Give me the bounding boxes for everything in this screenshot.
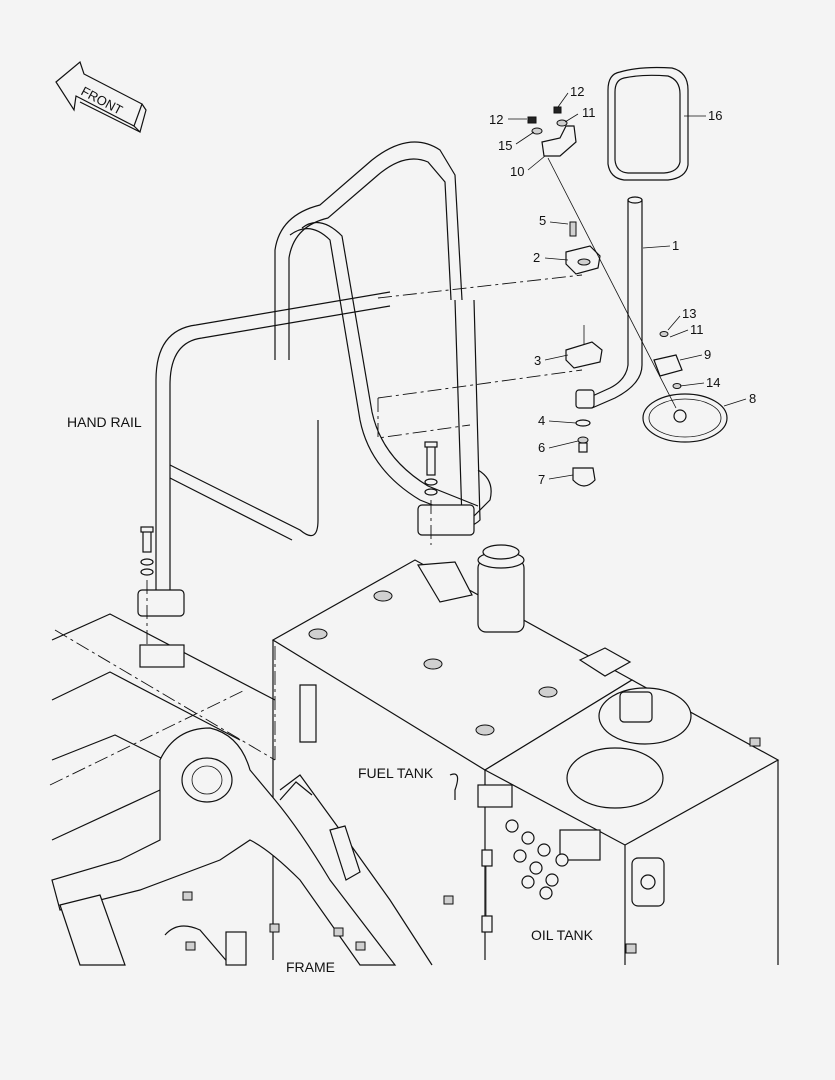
frame <box>51 613 454 966</box>
leader-lines <box>508 92 747 480</box>
callout-1: 1 <box>672 238 679 253</box>
label-hand-rail: HAND RAIL <box>67 414 142 430</box>
label-fuel-tank: FUEL TANK <box>358 765 434 781</box>
label-frame: FRAME <box>286 959 335 975</box>
callout-11b: 11 <box>690 322 704 337</box>
mirror-16 <box>607 66 689 181</box>
callout-14: 14 <box>706 375 720 390</box>
callout-9: 9 <box>704 347 711 362</box>
front-arrow-icon <box>55 60 147 134</box>
label-oil-tank: OIL TANK <box>531 927 594 943</box>
callout-numbers: 12 12 11 15 10 16 5 2 1 13 11 9 3 14 8 4… <box>489 84 756 487</box>
callout-10: 10 <box>510 164 524 179</box>
mirror-8 <box>642 393 728 443</box>
callout-4: 4 <box>538 413 545 428</box>
area-labels: HAND RAIL FUEL TANK OIL TANK FRAME <box>67 414 594 975</box>
callout-8: 8 <box>749 391 756 406</box>
callout-2: 2 <box>533 250 540 265</box>
oil-tank <box>477 679 780 965</box>
callout-12a: 12 <box>489 112 503 127</box>
construction-lines <box>49 274 583 786</box>
callout-7: 7 <box>538 472 545 487</box>
callout-15: 15 <box>498 138 512 153</box>
callout-3: 3 <box>534 353 541 368</box>
callout-11a: 11 <box>582 105 596 120</box>
callout-6: 6 <box>538 440 545 455</box>
callout-16: 16 <box>708 108 722 123</box>
mirror-stay-1 <box>587 196 643 409</box>
callout-13: 13 <box>682 306 696 321</box>
callout-12b: 12 <box>570 84 584 99</box>
hand-rail <box>137 141 492 617</box>
callout-5: 5 <box>539 213 546 228</box>
handrail-bolts <box>140 441 438 645</box>
